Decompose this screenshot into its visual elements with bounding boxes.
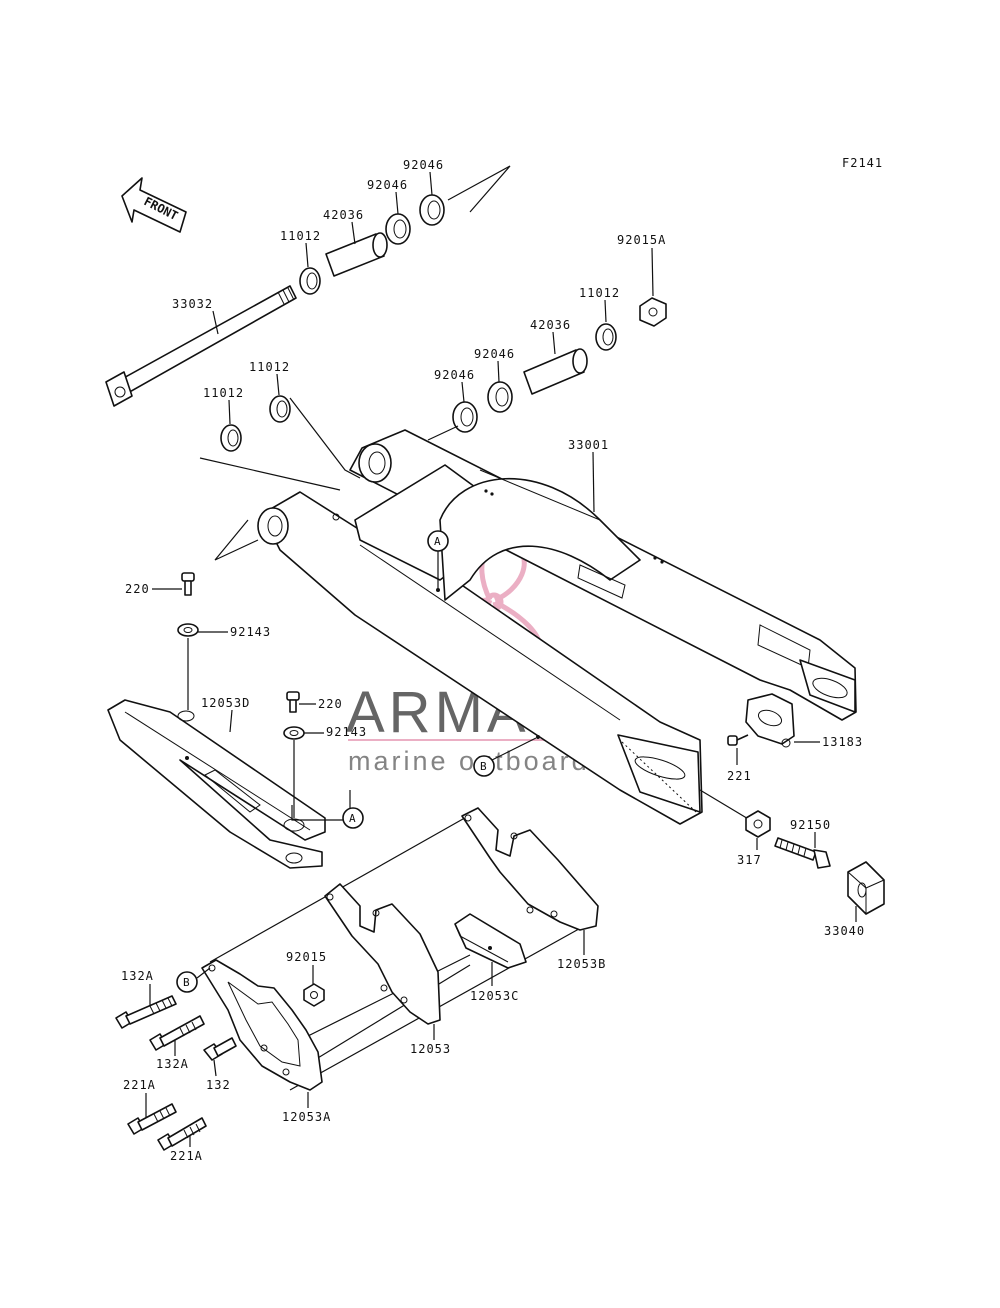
guide-plate-12053 — [324, 883, 441, 1025]
label-221A-1: 221A — [123, 1078, 156, 1092]
label-92150: 92150 — [790, 818, 831, 832]
washer-92143-upper — [177, 623, 199, 637]
callout-a-lower: A — [291, 790, 364, 829]
bolt-221A-1 — [127, 1103, 177, 1135]
label-132A-2: 132A — [156, 1057, 189, 1071]
bolt-221A-2 — [157, 1117, 207, 1151]
washer-92143-lower — [283, 726, 305, 740]
label-92015A: 92015A — [617, 233, 666, 247]
nut-92015A — [639, 297, 667, 327]
svg-text:B: B — [480, 760, 487, 773]
label-12053C: 12053C — [470, 989, 519, 1003]
svg-text:A: A — [434, 535, 441, 548]
label-11012-right: 11012 — [579, 286, 620, 300]
sleeve-42036-right — [523, 348, 588, 395]
label-92046-top2: 92046 — [367, 178, 408, 192]
label-33032: 33032 — [172, 297, 213, 311]
seal-11012-top — [299, 267, 321, 295]
label-11012-left2: 11012 — [203, 386, 244, 400]
guide-block-12053C — [454, 913, 527, 969]
seal-11012-left2 — [220, 424, 242, 452]
label-221A-2: 221A — [170, 1149, 203, 1163]
bearing-92046-r1 — [487, 381, 513, 413]
label-12053B: 12053B — [557, 957, 606, 971]
bolt-132A-1 — [115, 995, 177, 1029]
screw-221 — [727, 734, 749, 746]
bolt-132 — [203, 1037, 237, 1061]
front-arrow-icon: FRONT — [121, 177, 187, 233]
pivot-shaft-33032 — [105, 285, 297, 407]
figure-code: F2141 — [842, 156, 883, 170]
nut-317 — [745, 810, 771, 838]
callout-b-lower: B — [176, 967, 211, 993]
label-132A-1: 132A — [121, 969, 154, 983]
seal-11012-left1 — [269, 395, 291, 423]
bolt-132A-2 — [149, 1015, 205, 1051]
label-92143-lower: 92143 — [326, 725, 367, 739]
callout-b-upper: B — [473, 735, 540, 777]
label-13183: 13183 — [822, 735, 863, 749]
label-12053A: 12053A — [282, 1110, 331, 1124]
label-317: 317 — [737, 853, 762, 867]
bearing-92046-top1 — [385, 213, 411, 245]
label-220-lower: 220 — [318, 697, 343, 711]
label-92046-r1: 92046 — [474, 347, 515, 361]
label-33001: 33001 — [568, 438, 609, 452]
seal-11012-right — [595, 323, 617, 351]
chain-adjuster-plate-13183 — [745, 693, 795, 748]
adjuster-bolt-92150 — [774, 837, 831, 869]
label-42036-top: 42036 — [323, 208, 364, 222]
label-132: 132 — [206, 1078, 231, 1092]
svg-text:B: B — [183, 976, 190, 989]
sleeve-42036-top — [325, 232, 388, 277]
label-92015: 92015 — [286, 950, 327, 964]
bolt-220-lower — [286, 691, 300, 713]
label-92143-upper: 92143 — [230, 625, 271, 639]
label-220-upper: 220 — [125, 582, 150, 596]
label-92046-r2: 92046 — [434, 368, 475, 382]
label-42036-right: 42036 — [530, 318, 571, 332]
label-221: 221 — [727, 769, 752, 783]
label-92046-top1: 92046 — [403, 158, 444, 172]
label-11012-top: 11012 — [280, 229, 321, 243]
chain-slider-12053D — [107, 699, 326, 869]
label-12053D: 12053D — [201, 696, 250, 710]
swingarm-33001 — [257, 429, 857, 825]
guide-plate-12053B — [461, 807, 599, 931]
nut-92015 — [303, 983, 325, 1007]
adjuster-block-33040 — [847, 861, 885, 915]
bearing-92046-r2 — [452, 401, 478, 433]
bearing-92046-top2 — [419, 194, 445, 226]
guide-frame-12053A — [201, 959, 323, 1091]
label-11012-left1: 11012 — [249, 360, 290, 374]
callout-a-upper: A — [427, 530, 449, 592]
label-33040: 33040 — [824, 924, 865, 938]
svg-text:A: A — [349, 812, 356, 825]
bolt-220-upper — [181, 572, 195, 596]
label-12053: 12053 — [410, 1042, 451, 1056]
